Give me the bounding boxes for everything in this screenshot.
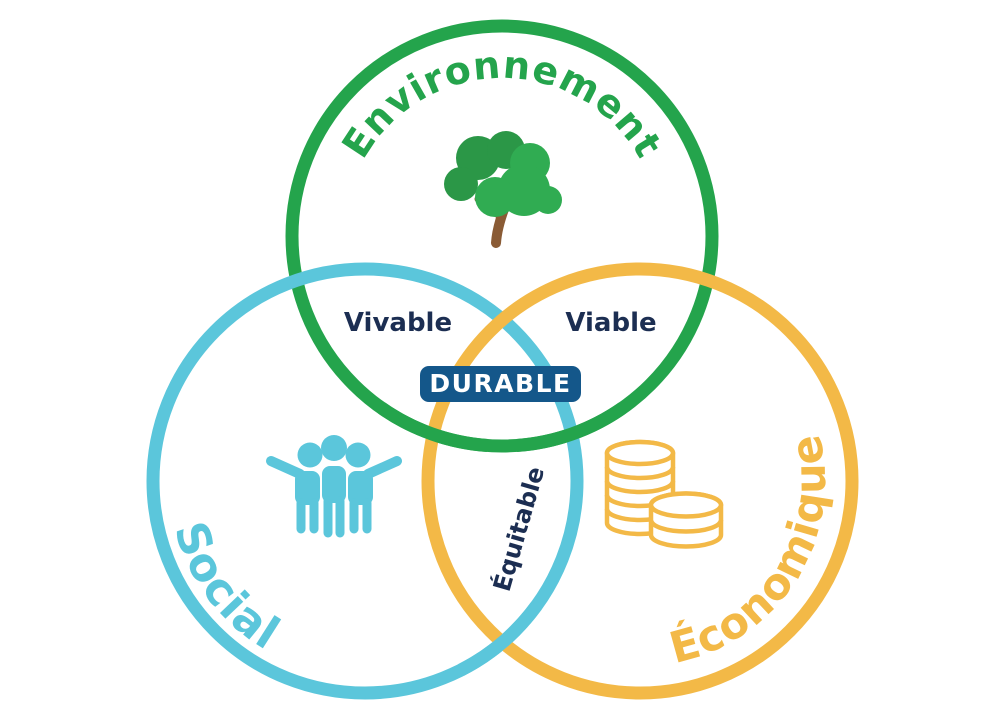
- viable-label: Viable: [565, 308, 656, 338]
- vivable-label: Vivable: [344, 308, 452, 338]
- environment-circle: [285, 19, 719, 453]
- tree-foliage-front: [475, 143, 562, 217]
- environment-circle-over-economic: [377, 402, 488, 452]
- coins-icon: [604, 439, 724, 549]
- environment-circle-over-social: [516, 402, 627, 452]
- durable-label: DURABLE: [429, 369, 571, 398]
- social-circle: [146, 262, 584, 700]
- economic-circle: [421, 262, 859, 700]
- people-icon: [266, 435, 402, 538]
- equitable-label: Équitable: [487, 463, 550, 594]
- durable-badge-background: [420, 366, 581, 402]
- social-circle-over-economic: [458, 601, 542, 676]
- economic-label: Économique: [664, 430, 836, 674]
- tree-icon: [444, 131, 562, 248]
- durable-badge: DURABLE: [420, 366, 581, 402]
